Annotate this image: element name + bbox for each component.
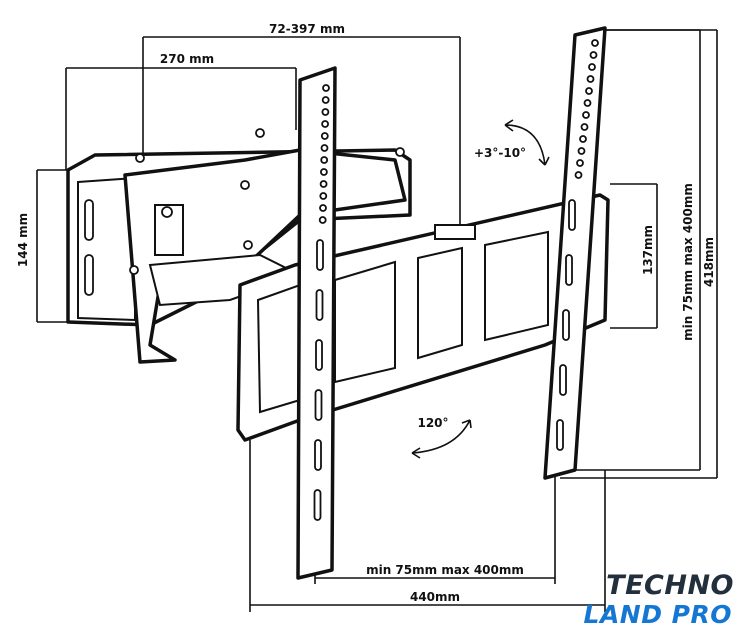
rail-holes xyxy=(313,39,599,521)
rail-hole xyxy=(576,159,584,167)
rail-hole xyxy=(318,216,327,224)
rail-hole xyxy=(321,96,330,104)
rail-hole xyxy=(588,63,596,71)
logo-techno: TECHNO xyxy=(606,570,734,601)
rail-hole xyxy=(320,156,329,164)
rail-hole xyxy=(314,439,322,471)
rail-hole xyxy=(315,289,324,321)
rail-hole xyxy=(589,51,598,59)
arm-length-label: 270 mm xyxy=(160,52,214,66)
rail-hole xyxy=(579,135,587,143)
rail-hole xyxy=(583,99,592,107)
bracket-height-label: 137mm xyxy=(641,225,655,275)
rail-hole xyxy=(565,254,573,286)
wall-plate-height-label: 144 mm xyxy=(16,213,30,267)
rail-hole xyxy=(319,180,328,188)
rail-hole xyxy=(582,111,590,119)
rail-hole xyxy=(315,339,323,371)
rail-hole xyxy=(314,389,323,421)
vesa-horizontal-label: min 75mm max 400mm xyxy=(366,563,524,577)
dimension-lines xyxy=(36,29,718,612)
swivel-label: 120° xyxy=(417,416,448,430)
rail-hole xyxy=(321,108,330,116)
rail-hole xyxy=(568,199,576,231)
rail-hole xyxy=(316,239,324,271)
arm-extension-label: 72-397 mm xyxy=(269,22,345,36)
rail-hole xyxy=(586,75,595,83)
swivel-arrow-icon xyxy=(411,419,472,459)
rail-hole xyxy=(562,309,570,341)
vesa-vertical-label: min 75mm max 400mm xyxy=(681,183,695,341)
rail-hole xyxy=(319,204,327,212)
rail-hole xyxy=(320,144,329,152)
rail-hole xyxy=(591,39,599,47)
rail-hole xyxy=(574,171,583,179)
tilt-arrow-icon xyxy=(504,119,550,166)
rail-hole xyxy=(319,192,328,200)
total-height-label: 418mm xyxy=(702,237,716,287)
rail-hole xyxy=(577,147,586,155)
rail-hole xyxy=(585,87,593,95)
rail-hole xyxy=(320,132,329,140)
rail-hole xyxy=(321,120,330,128)
rail-hole xyxy=(580,123,589,131)
rail-hole xyxy=(322,84,330,92)
logo-land-pro: LAND PRO xyxy=(583,600,732,629)
tilt-label: +3°-10° xyxy=(474,146,526,160)
rail-hole xyxy=(556,419,564,451)
rail-hole xyxy=(313,489,322,521)
rail-hole xyxy=(559,364,567,396)
total-width-label: 440mm xyxy=(410,590,460,604)
rail-hole xyxy=(319,168,328,176)
